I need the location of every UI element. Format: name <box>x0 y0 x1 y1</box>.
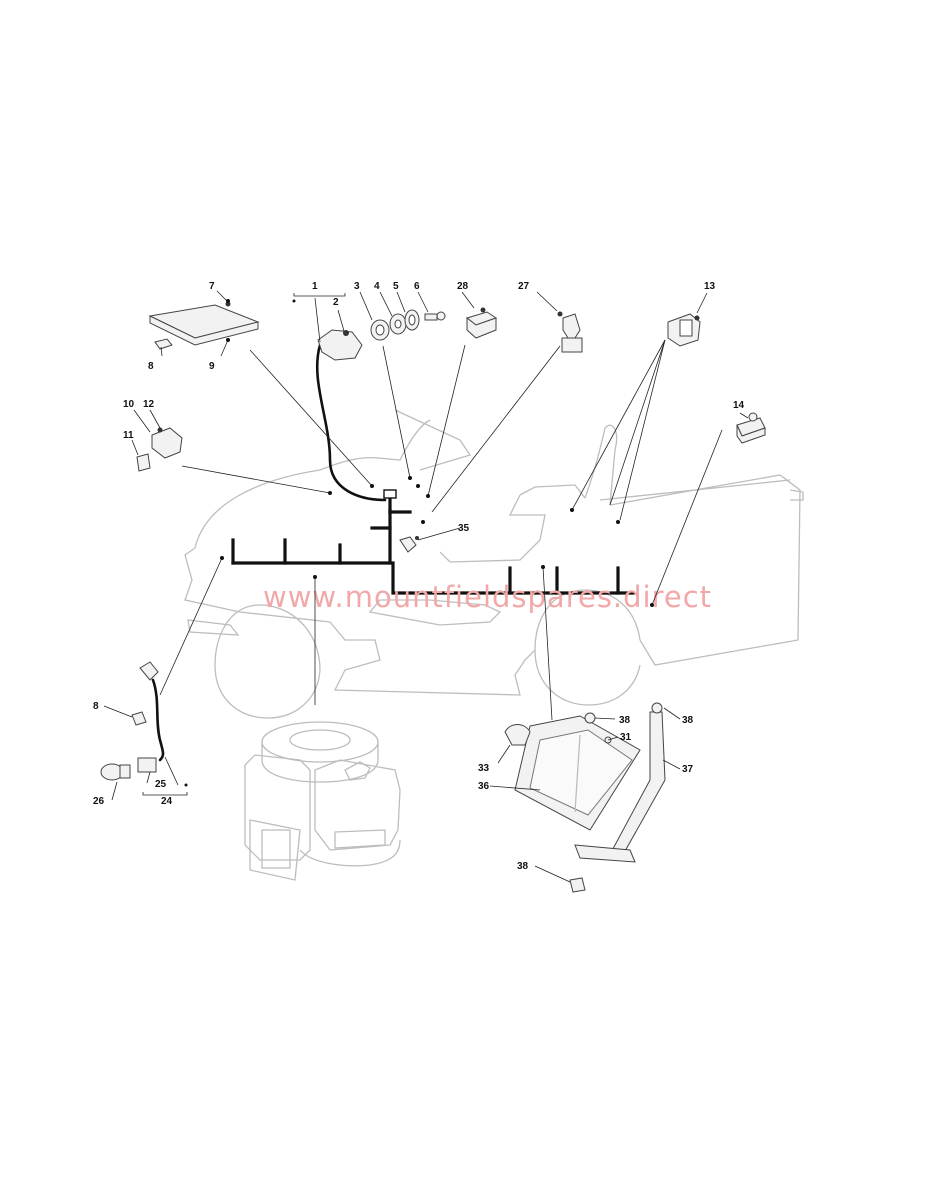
part-clip-35 <box>399 536 419 553</box>
callout-36: 36 <box>478 781 490 792</box>
callout-12: 12 <box>143 399 155 410</box>
callout-11: 11 <box>123 430 134 441</box>
part-ring-5 <box>404 309 420 331</box>
engine-outline <box>244 721 401 881</box>
callout-38-bracket: 38 <box>682 715 694 726</box>
wiring-harness <box>231 343 635 595</box>
callout-9: 9 <box>209 361 215 372</box>
part-ignition-switch-2 <box>317 329 363 361</box>
leader-lines <box>103 290 749 883</box>
callout-labels: 1 2 3 4 5 6 28 27 13 7 8 9 10 12 11 14 3… <box>93 281 745 872</box>
part-switch-13 <box>667 313 701 347</box>
callout-2: 2 <box>333 297 339 308</box>
callout-6: 6 <box>414 281 420 292</box>
callout-33: 33 <box>478 763 490 774</box>
part-switch-14 <box>736 412 766 444</box>
callout-3: 3 <box>354 281 360 292</box>
leader-dots <box>184 299 654 787</box>
part-circuit-board-9 <box>148 301 260 346</box>
part-bolt-38 <box>569 702 663 893</box>
callout-4: 4 <box>374 281 380 292</box>
part-light-harness-24 <box>100 661 165 781</box>
callout-24: 24 <box>161 796 173 807</box>
watermark-text: www.mountfieldspares.direct <box>263 580 712 614</box>
callout-14: 14 <box>733 400 745 411</box>
part-bracket-37 <box>574 711 666 863</box>
callout-13: 13 <box>704 281 716 292</box>
callout-27: 27 <box>518 281 530 292</box>
callout-28: 28 <box>457 281 469 292</box>
callout-38-bottom: 38 <box>517 861 529 872</box>
part-pto-knob-27 <box>557 311 583 353</box>
part-battery-36 <box>514 715 641 831</box>
tractor-outline <box>184 409 804 719</box>
part-cap-33 <box>504 724 531 746</box>
callout-8-bottom: 8 <box>93 701 99 712</box>
callout-8-top: 8 <box>148 361 154 372</box>
callout-26: 26 <box>93 796 105 807</box>
part-switch-28 <box>465 307 498 339</box>
part-nut-3 <box>370 319 390 341</box>
callout-25: 25 <box>155 779 167 790</box>
callout-31: 31 <box>620 732 632 743</box>
part-relay-12 <box>151 427 183 459</box>
callout-37: 37 <box>682 764 694 775</box>
callout-38-battery: 38 <box>619 715 631 726</box>
part-key-6 <box>424 311 446 321</box>
part-washer-4 <box>389 313 407 335</box>
callout-5: 5 <box>393 281 399 292</box>
callout-1: 1 <box>312 281 318 292</box>
part-connector-8-top <box>154 338 173 350</box>
part-connector-11 <box>136 453 151 472</box>
callout-10: 10 <box>123 399 135 410</box>
callout-35: 35 <box>458 523 470 534</box>
callout-7: 7 <box>209 281 215 292</box>
